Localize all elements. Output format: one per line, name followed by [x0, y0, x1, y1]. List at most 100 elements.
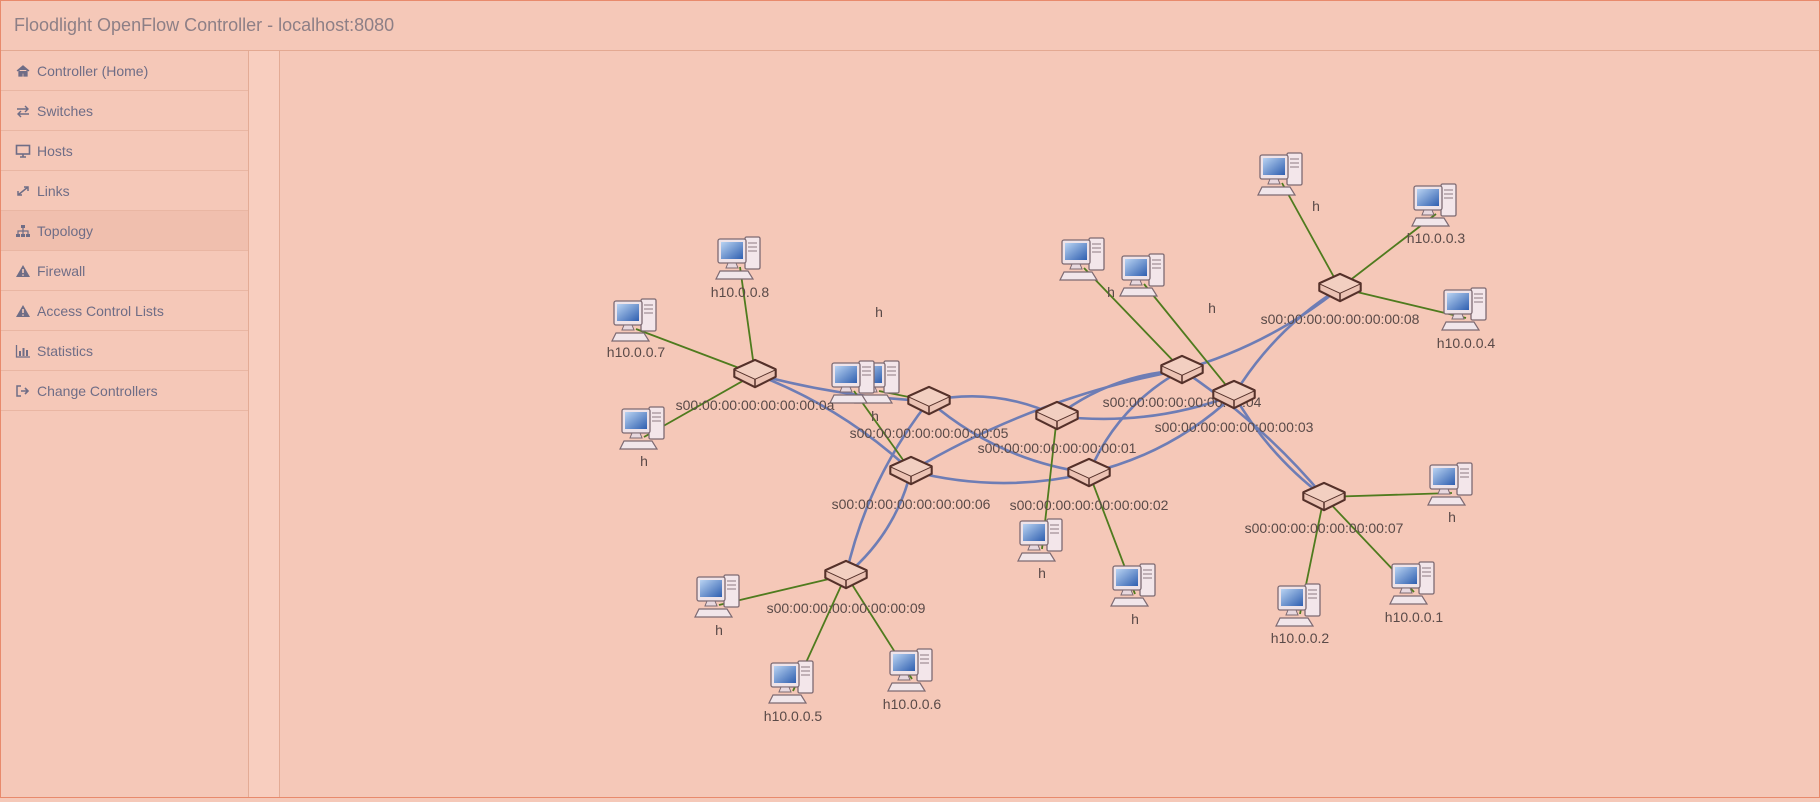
host-label: h10.0.0.1 [1385, 609, 1444, 625]
switch-icon [1067, 457, 1111, 488]
sidebar-item-firewall[interactable]: Firewall [1, 251, 248, 291]
switch-node-s02[interactable]: s00:00:00:00:00:00:00:02 [1010, 457, 1169, 513]
sidebar-item-hosts[interactable]: Hosts [1, 131, 248, 171]
switch-node-s03[interactable]: s00:00:00:00:00:00:00:03 [1155, 379, 1314, 435]
topology-graph[interactable]: h10.0.0.8h10.0.0.7hhhhhhh10.0.0.3h10.0.0… [280, 51, 1819, 797]
host-label: h10.0.0.7 [607, 344, 666, 360]
host-node-ha8[interactable]: h [1110, 563, 1156, 627]
host-node-ha9[interactable]: h [1427, 462, 1473, 525]
host-node-ha2[interactable]: h [854, 304, 900, 404]
host-node-h3[interactable]: h10.0.0.3 [1407, 183, 1466, 246]
host-link-h7[interactable] [635, 328, 756, 375]
sidebar-gutter [249, 51, 280, 797]
switch-link-s06-s02[interactable] [910, 469, 1090, 485]
host-label: h [1038, 565, 1046, 581]
sidebar-item-switches[interactable]: Switches [1, 91, 248, 131]
sidebar-item-access-control-lists[interactable]: Access Control Lists [1, 291, 248, 331]
home-icon [15, 64, 31, 78]
switch-node-s09[interactable]: s00:00:00:00:00:00:00:09 [767, 559, 926, 616]
computer-icon [1257, 152, 1303, 196]
sign-out-icon [15, 384, 31, 398]
host-label: h [715, 622, 723, 638]
host-node-ha5[interactable]: h [1119, 253, 1216, 316]
sidebar-item-label: Change Controllers [37, 382, 158, 399]
host-node-ha7[interactable]: h [1017, 518, 1063, 581]
switch-label: s00:00:00:00:00:00:00:06 [832, 496, 991, 512]
switch-node-s01[interactable]: s00:00:00:00:00:00:00:01 [978, 400, 1137, 456]
host-label: h [875, 304, 883, 320]
host-label: h10.0.0.6 [883, 696, 942, 712]
switch-label: s00:00:00:00:00:00:00:01 [978, 440, 1137, 456]
sidebar-item-label: Controller (Home) [37, 62, 149, 79]
switch-icon [889, 455, 933, 486]
switch-node-s08[interactable]: s00:00:00:00:00:00:00:08 [1261, 272, 1420, 327]
host-node-h8[interactable]: h10.0.0.8 [711, 236, 770, 300]
switch-link-s05-s09[interactable] [844, 400, 931, 576]
host-label: h [871, 408, 879, 424]
sidebar-item-statistics[interactable]: Statistics [1, 331, 248, 371]
host-node-ha1[interactable]: h [619, 406, 665, 469]
sidebar-item-label: Links [37, 182, 70, 199]
host-node-h6[interactable]: h10.0.0.6 [883, 648, 942, 712]
computer-icon [1017, 518, 1063, 562]
switch-label: s00:00:00:00:00:00:00:0a [676, 397, 835, 413]
computer-icon [1110, 563, 1156, 607]
host-node-h4[interactable]: h10.0.0.4 [1437, 287, 1496, 351]
host-node-h2[interactable]: h10.0.0.2 [1271, 583, 1330, 646]
switch-node-s06[interactable]: s00:00:00:00:00:00:00:06 [832, 455, 991, 512]
host-link-ha5[interactable] [1143, 283, 1235, 396]
switch-link-s02-s04[interactable] [1087, 368, 1183, 474]
switch-node-s0a[interactable]: s00:00:00:00:00:00:00:0a [676, 358, 835, 413]
host-node-ha3[interactable]: h [829, 360, 879, 424]
host-label: h [1312, 198, 1320, 214]
switch-label: s00:00:00:00:00:00:00:07 [1245, 520, 1404, 536]
bar-chart-icon [15, 344, 31, 358]
sidebar-item-topology[interactable]: Topology [1, 211, 248, 251]
top-navbar: Floodlight OpenFlow Controller - localho… [1, 1, 1819, 51]
desktop-icon [15, 144, 31, 158]
host-node-h5[interactable]: h10.0.0.5 [764, 660, 823, 724]
host-node-h7[interactable]: h10.0.0.7 [607, 298, 666, 360]
sidebar-item-label: Switches [37, 102, 94, 119]
switch-icon [824, 559, 868, 590]
host-link-ha10[interactable] [718, 574, 847, 606]
host-label: h10.0.0.8 [711, 284, 770, 300]
warning-icon [15, 304, 31, 318]
computer-icon [1275, 583, 1321, 627]
switch-link-s04-s08[interactable] [1181, 286, 1341, 372]
computer-icon [1059, 237, 1105, 281]
sidebar-item-links[interactable]: Links [1, 171, 248, 211]
switch-node-s07[interactable]: s00:00:00:00:00:00:00:07 [1245, 481, 1404, 536]
sidebar-item-change-controllers[interactable]: Change Controllers [1, 371, 248, 411]
node-layer: h10.0.0.8h10.0.0.7hhhhhhh10.0.0.3h10.0.0… [607, 152, 1496, 724]
host-node-ha6[interactable]: h [1257, 152, 1320, 214]
switch-link-s0a-s06[interactable] [754, 372, 912, 472]
switch-link-s04-s07[interactable] [1181, 368, 1325, 498]
sidebar-item-label: Statistics [37, 342, 94, 359]
host-link-ha3[interactable] [853, 390, 912, 472]
host-link-h8[interactable] [739, 266, 756, 375]
host-link-ha4[interactable] [1083, 267, 1183, 371]
computer-icon [887, 648, 933, 692]
host-link-ha6[interactable] [1281, 182, 1341, 289]
host-label: h10.0.0.5 [764, 708, 823, 724]
switch-label: s00:00:00:00:00:00:00:09 [767, 600, 926, 616]
switch-link-s06-s09[interactable] [845, 470, 913, 576]
host-node-h1[interactable]: h10.0.0.1 [1385, 561, 1444, 625]
host-label: h [1448, 509, 1456, 525]
switch-node-s05[interactable]: s00:00:00:00:00:00:00:05 [850, 385, 1009, 441]
app-title[interactable]: Floodlight OpenFlow Controller - localho… [14, 15, 395, 35]
switch-label: s00:00:00:00:00:00:00:05 [850, 425, 1009, 441]
switch-icon [907, 385, 951, 416]
computer-icon [1119, 253, 1165, 297]
host-node-ha10[interactable]: h [694, 574, 740, 638]
switch-link-s03-s08[interactable] [1232, 286, 1341, 396]
computer-icon [1389, 561, 1435, 605]
host-node-ha4[interactable]: h [1059, 237, 1115, 300]
switch-label: s00:00:00:00:00:00:00:02 [1010, 497, 1169, 513]
computer-icon [619, 406, 665, 450]
host-label: h10.0.0.4 [1437, 335, 1496, 351]
sidebar-item-controller-home[interactable]: Controller (Home) [1, 51, 248, 91]
